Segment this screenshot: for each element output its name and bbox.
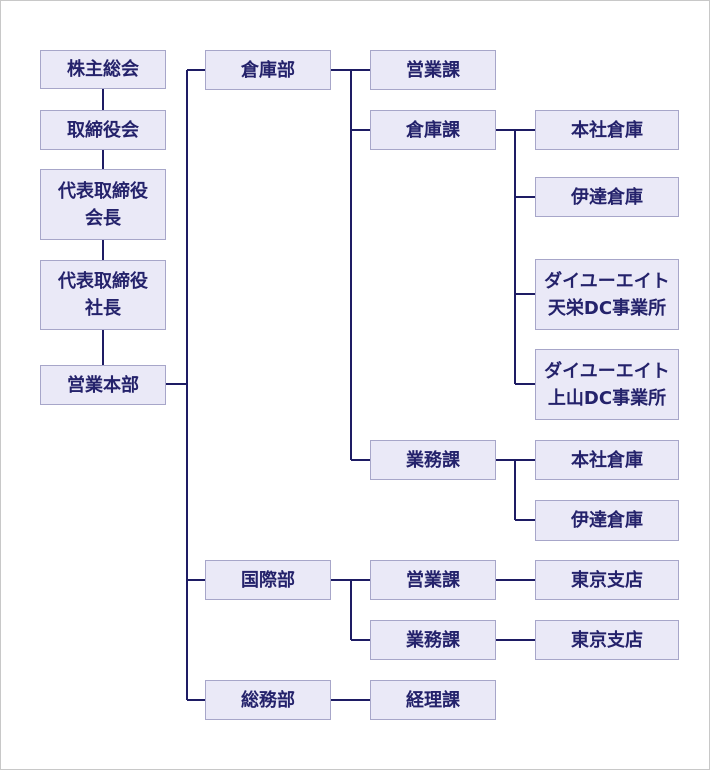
node-label-line1: ダイユーエイト xyxy=(544,360,670,382)
node-somu-bu: 総務部 xyxy=(205,680,331,720)
node-label: 倉庫課 xyxy=(406,119,460,141)
node-label-line1: 代表取締役 xyxy=(58,180,148,202)
node-keiri-ka: 経理課 xyxy=(370,680,496,720)
node-torishimariyakukai: 取締役会 xyxy=(40,110,166,150)
node-label: 業務課 xyxy=(406,629,460,651)
node-label: 東京支店 xyxy=(571,629,643,651)
node-gyomu-tokyo-shiten: 東京支店 xyxy=(535,620,679,660)
node-label-line2: 社長 xyxy=(85,298,121,319)
node-label: 株主総会 xyxy=(67,59,139,80)
node-kabunushi-sokai: 株主総会 xyxy=(40,50,166,89)
node-eigyo-tokyo-shiten: 東京支店 xyxy=(535,560,679,600)
node-label-line2: 天栄DC事業所 xyxy=(547,297,667,319)
node-label: 経理課 xyxy=(406,689,460,711)
node-soko-honsha-soko: 本社倉庫 xyxy=(535,110,679,150)
node-label-line1: ダイユーエイト xyxy=(544,270,670,292)
node-shacho: 代表取締役 社長 xyxy=(40,260,166,330)
node-label: 営業本部 xyxy=(67,374,139,396)
node-label: 営業課 xyxy=(406,569,460,591)
node-label: 業務課 xyxy=(406,449,460,471)
node-kaminoyama-dc: ダイユーエイト 上山DC事業所 xyxy=(535,349,679,420)
node-label: 取締役会 xyxy=(67,119,139,141)
node-eigyo-honbu: 営業本部 xyxy=(40,365,166,405)
node-kaicho: 代表取締役 会長 xyxy=(40,169,166,240)
node-gyomu-honsha-soko: 本社倉庫 xyxy=(535,440,679,480)
node-label: 国際部 xyxy=(241,569,295,591)
node-label: 総務部 xyxy=(241,689,295,711)
node-label: 伊達倉庫 xyxy=(571,186,643,208)
node-kokusai-eigyo-ka: 営業課 xyxy=(370,560,496,600)
node-soko-ka: 倉庫課 xyxy=(370,110,496,150)
node-label-line2: 会長 xyxy=(85,207,121,229)
node-label: 倉庫部 xyxy=(241,59,295,81)
node-label-line2: 上山DC事業所 xyxy=(547,387,667,409)
node-kokusai-bu: 国際部 xyxy=(205,560,331,600)
node-label: 伊達倉庫 xyxy=(571,510,643,531)
node-label: 営業課 xyxy=(406,59,460,81)
node-soko-date-soko: 伊達倉庫 xyxy=(535,177,679,217)
node-soko-gyomu-ka: 業務課 xyxy=(370,440,496,480)
node-soko-eigyo-ka: 営業課 xyxy=(370,50,496,90)
node-gyomu-date-soko: 伊達倉庫 xyxy=(535,500,679,541)
node-kokusai-gyomu-ka: 業務課 xyxy=(370,620,496,660)
node-label: 本社倉庫 xyxy=(571,449,643,471)
node-tenei-dc: ダイユーエイト 天栄DC事業所 xyxy=(535,259,679,330)
node-label: 本社倉庫 xyxy=(571,119,643,141)
node-label: 東京支店 xyxy=(571,569,643,591)
node-soko-bu: 倉庫部 xyxy=(205,50,331,90)
node-label-line1: 代表取締役 xyxy=(58,271,148,292)
